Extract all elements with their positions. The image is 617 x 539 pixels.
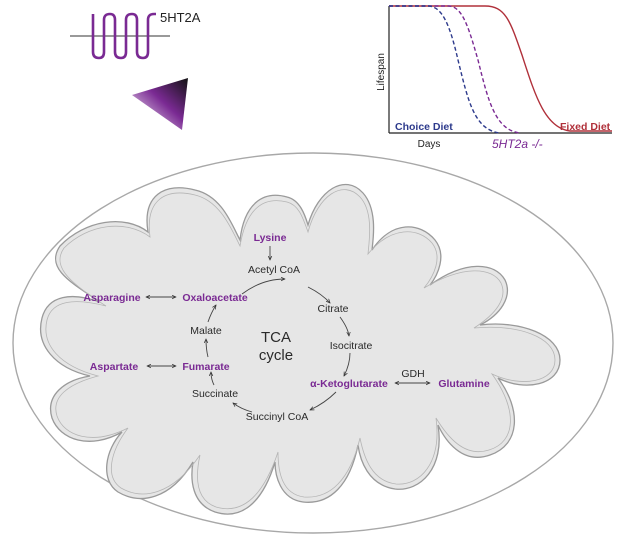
- tca-cycle: TCA cycle Lysine Acetyl CoA Citrate Isoc…: [83, 232, 489, 423]
- survival-plot: Lifespan Days Choice Diet Fixed Diet 5HT…: [376, 5, 612, 151]
- arrow-succinate-fumarate: [211, 372, 215, 386]
- series-mutant: [389, 5, 521, 134]
- x-axis-label: Days: [418, 139, 441, 150]
- series-fixed-diet: [389, 5, 612, 132]
- arrow-isocitrate-akg: [343, 352, 351, 376]
- inner-membrane-outline: [40, 183, 561, 515]
- gene-schematic: 5HT2A: [70, 10, 201, 60]
- arrow-citrate-isocitrate: [339, 316, 349, 336]
- fumarate-label: Fumarate: [182, 361, 229, 373]
- legend-choice-diet: Choice Diet: [395, 121, 453, 133]
- receptor-serpentine-icon: [91, 12, 156, 60]
- legend-mutant: 5HT2a -/-: [492, 137, 543, 151]
- arrow-akg-succinylcoa: [310, 391, 337, 411]
- oxaloacetate-label: Oxaloacetate: [182, 292, 248, 304]
- gradient-triangle-icon: [132, 78, 188, 130]
- arrow-acetylcoa-citrate: [307, 286, 330, 303]
- arrow-succinylcoa-succinate: [233, 403, 253, 413]
- asparagine-label: Asparagine: [83, 292, 140, 304]
- succinyl-coa-label: Succinyl CoA: [246, 411, 308, 423]
- series-choice-diet: [389, 5, 501, 134]
- legend-fixed-diet: Fixed Diet: [560, 121, 611, 133]
- akg-label: α-Ketoglutarate: [310, 378, 388, 390]
- arrow-fumarate-malate: [206, 339, 209, 358]
- arrow-malate-oxaloacetate: [207, 305, 216, 323]
- mitochondrion: [12, 152, 614, 534]
- arrow-oxaloacetate-acetylcoa: [241, 279, 285, 295]
- gene-label: 5HT2A: [160, 10, 201, 25]
- isocitrate-label: Isocitrate: [330, 340, 373, 352]
- citrate-label: Citrate: [318, 303, 349, 315]
- acetyl-coa-label: Acetyl CoA: [248, 264, 300, 276]
- gdh-label: GDH: [401, 368, 424, 380]
- inner-membrane-inner-line: [45, 189, 556, 510]
- y-axis-label: Lifespan: [376, 53, 387, 91]
- malate-label: Malate: [190, 325, 222, 337]
- lysine-label: Lysine: [254, 232, 287, 244]
- glutamine-label: Glutamine: [438, 378, 490, 390]
- cycle-label: cycle: [259, 347, 293, 364]
- tca-label: TCA: [261, 329, 291, 346]
- aspartate-label: Aspartate: [90, 361, 139, 373]
- succinate-label: Succinate: [192, 388, 238, 400]
